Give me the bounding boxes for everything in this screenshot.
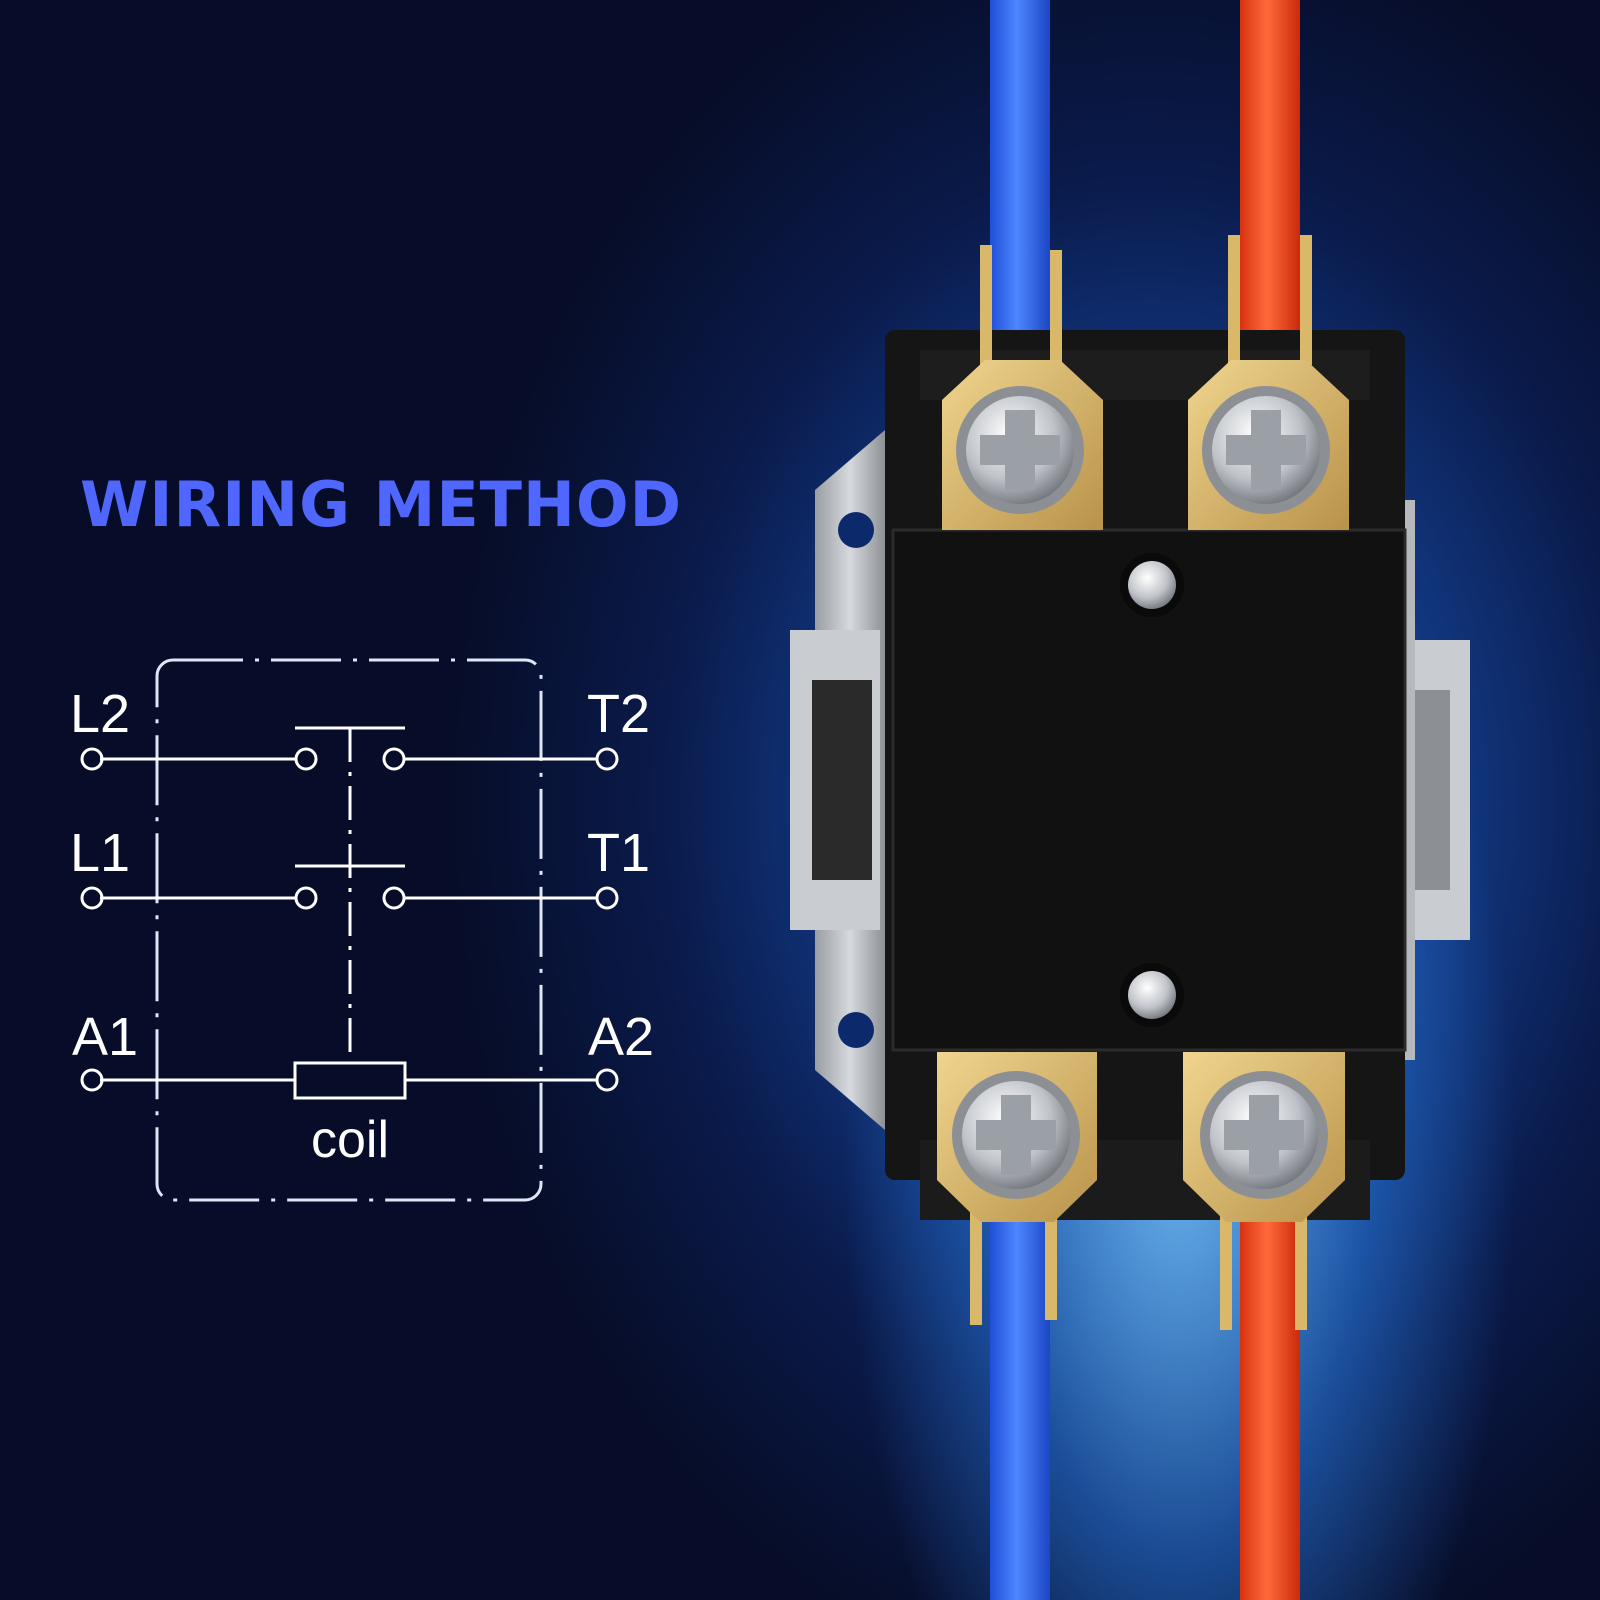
contact-node (382, 747, 406, 771)
terminal-screw (952, 1071, 1080, 1199)
contact-node (294, 747, 318, 771)
cover-screw-top (1128, 561, 1176, 609)
contact-node (294, 886, 318, 910)
terminal-t1-node (595, 886, 619, 910)
terminal-t2-node (595, 747, 619, 771)
terminal-screw (1200, 1071, 1328, 1199)
enclosure-outline (155, 658, 543, 1202)
terminal-screw (956, 386, 1084, 514)
contact-node (382, 886, 406, 910)
label-a2: A2 (588, 1007, 654, 1067)
coil-label: coil (311, 1111, 389, 1169)
label-l2: L2 (70, 684, 130, 744)
label-t1: T1 (587, 823, 650, 883)
page-title: WIRING METHOD (80, 468, 683, 541)
terminal-l2-node (80, 747, 104, 771)
cover-screw-bottom (1128, 971, 1176, 1019)
coil-symbol (293, 1061, 407, 1100)
terminal-l1-node (80, 886, 104, 910)
label-t2: T2 (587, 684, 650, 744)
terminal-screw (1202, 386, 1330, 514)
terminal-a2-node (595, 1068, 619, 1092)
terminal-a1-node (80, 1068, 104, 1092)
label-a1: A1 (72, 1007, 138, 1067)
label-l1: L1 (70, 823, 130, 883)
